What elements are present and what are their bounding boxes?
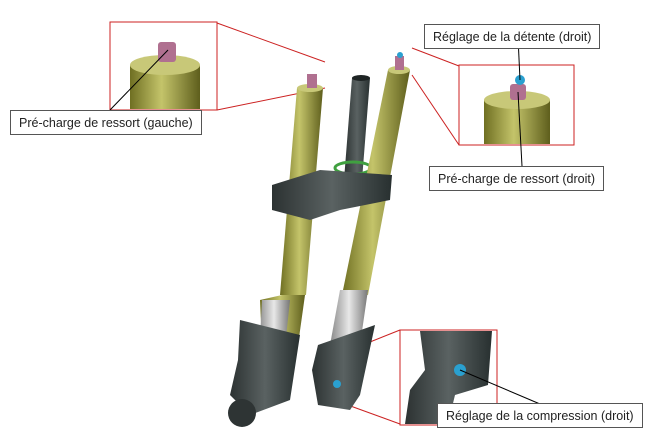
callout-preload-left: Pré-charge de ressort (gauche) xyxy=(10,110,202,135)
callout-preload-right: Pré-charge de ressort (droit) xyxy=(429,166,605,191)
inset-preload-left xyxy=(109,21,218,111)
triple-clamp xyxy=(272,170,392,220)
left-fork-leg xyxy=(228,74,323,427)
callout-rebound-right: Réglage de la détente (droit) xyxy=(424,24,601,49)
steering-stem xyxy=(333,75,373,180)
inset-preload-right xyxy=(458,36,575,167)
callout-compression-right: Réglage de la compression (droit) xyxy=(437,403,643,428)
